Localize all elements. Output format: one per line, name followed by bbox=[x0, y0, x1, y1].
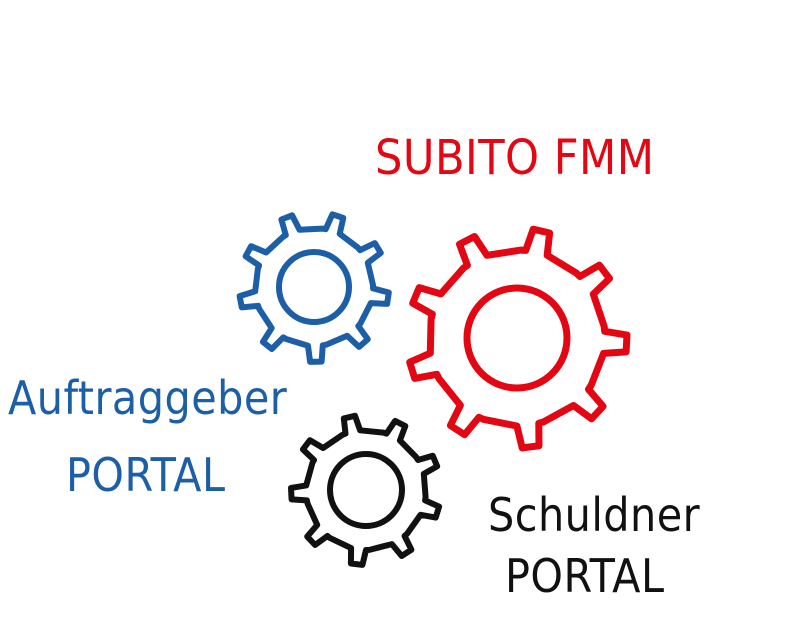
auftraggeber-label: Auftraggeber bbox=[8, 371, 288, 425]
red-gear-icon bbox=[406, 225, 631, 452]
schuldner-portal-label: PORTAL bbox=[505, 549, 665, 603]
blue-gear-icon bbox=[236, 211, 392, 365]
subito-fmm-label: SUBITO FMM bbox=[375, 130, 655, 186]
black-gear-icon bbox=[288, 412, 443, 568]
schuldner-label: Schuldner bbox=[488, 488, 701, 542]
auftraggeber-portal-label: PORTAL bbox=[66, 448, 226, 502]
